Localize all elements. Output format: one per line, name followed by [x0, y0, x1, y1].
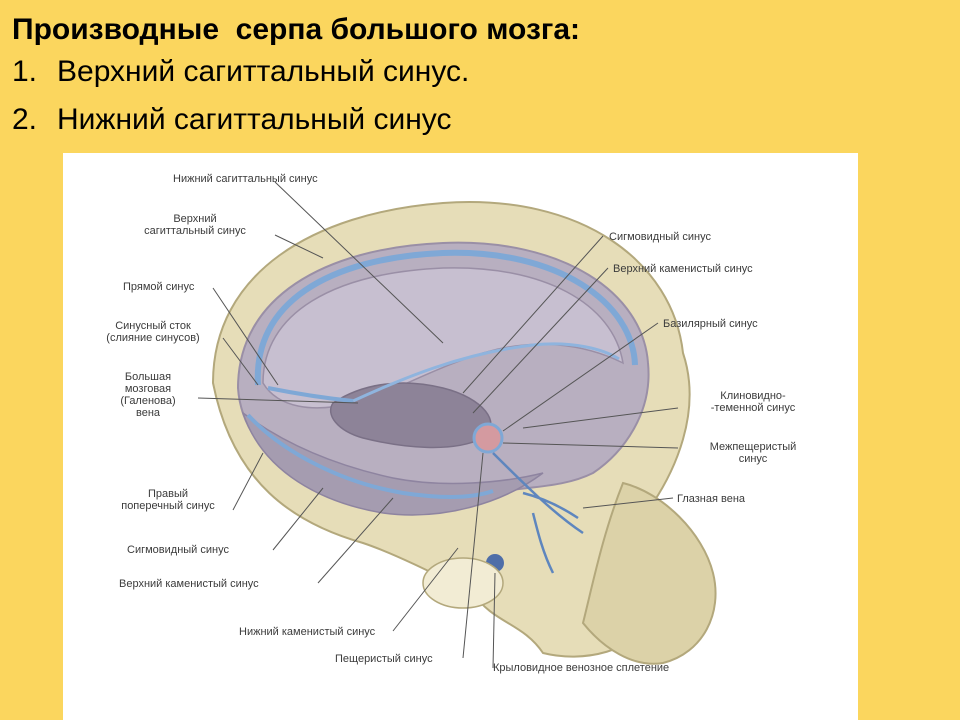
label-line: поперечный синус	[121, 500, 215, 512]
list-number: 2.	[12, 103, 38, 136]
list-number: 1.	[12, 55, 38, 88]
label-line: Верхний	[173, 213, 217, 225]
label-basilar-sinus: Базилярный синус	[663, 318, 758, 330]
leader-lines	[197, 181, 679, 669]
label-superior-petrosal-right: Верхний каменистый синус	[613, 263, 753, 275]
label-line: синус	[738, 453, 768, 465]
tentorium	[241, 410, 544, 516]
foramen-region	[422, 557, 504, 609]
label-great-cerebral-vein: Большая мозговая (Галенова) вена	[98, 371, 198, 419]
label-sigmoid-sinus-right: Сигмовидный синус	[609, 231, 711, 243]
cavernous-sinus	[472, 422, 504, 454]
label-line: Клиновидно-	[720, 390, 786, 402]
label-line: сагиттальный синус	[144, 225, 246, 237]
label-line: Межпещеристый	[709, 441, 797, 453]
label-superior-petrosal-left: Верхний каменистый синус	[119, 578, 259, 590]
slide-title: Производные серпа большого мозга:	[12, 13, 581, 46]
ophthalmic-vein	[492, 452, 584, 574]
sinus-list: 1. Верхний сагиттальный синус. 2. Нижний…	[12, 48, 580, 144]
label-line: Правый	[147, 488, 189, 500]
list-item: 1. Верхний сагиттальный синус.	[12, 48, 580, 96]
label-right-transverse-sinus: Правый поперечный синус	[103, 488, 233, 512]
skull-drawing	[197, 181, 717, 669]
label-line: (Галенова)	[120, 395, 176, 407]
label-inferior-petrosal: Нижний каменистый синус	[239, 626, 376, 638]
label-intercavernous-sinus: Межпещеристый синус	[683, 441, 823, 465]
label-line: -теменной синус	[710, 402, 796, 414]
label-pterygoid-plexus: Крыловидное венозное сплетение	[493, 662, 670, 674]
label-superior-sagittal-sinus: Верхний сагиттальный синус	[115, 213, 275, 237]
list-item: 2. Нижний сагиттальный синус	[12, 96, 580, 144]
label-inferior-sagittal-sinus: Нижний сагиттальный синус	[173, 173, 318, 185]
skull-sinus-illustration: Нижний сагиттальный синус Верхний сагитт…	[63, 153, 858, 720]
label-line: вена	[135, 407, 161, 419]
slide-text: Производные серпа большого мозга: 1. Вер…	[12, 12, 580, 144]
list-text: Верхний сагиттальный синус.	[57, 55, 470, 88]
label-confluence: Синусный сток (слияние синусов)	[83, 320, 223, 344]
inferior-sagittal-sinus	[352, 342, 620, 403]
label-line: (слияние синусов)	[106, 332, 200, 344]
label-line: Большая	[124, 371, 172, 383]
label-ophthalmic-vein: Глазная вена	[677, 493, 746, 505]
transverse-sinus	[246, 413, 494, 499]
superior-sagittal-sinus	[254, 249, 638, 386]
label-line: Синусный сток	[115, 320, 191, 332]
label-cavernous-sinus: Пещеристый синус	[335, 653, 433, 665]
label-straight-sinus: Прямой синус	[123, 281, 195, 293]
label-sphenoparietal-sinus: Клиновидно- -теменной синус	[683, 390, 823, 414]
label-sigmoid-sinus-left: Сигмовидный синус	[127, 544, 229, 556]
straight-sinus	[267, 386, 354, 403]
skull-face	[581, 481, 717, 665]
label-line: мозговая	[124, 383, 172, 395]
list-text: Нижний сагиттальный синус	[57, 103, 452, 136]
